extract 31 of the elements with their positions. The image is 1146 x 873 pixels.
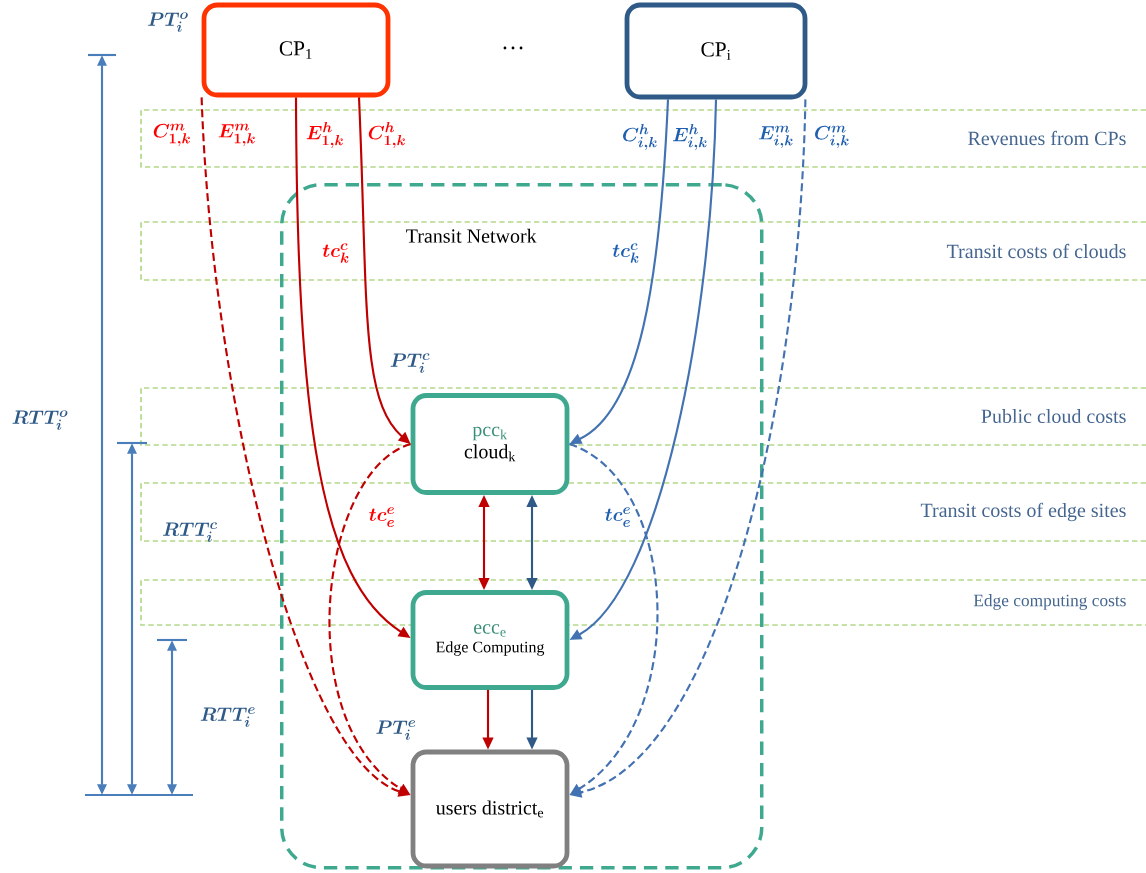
math-label: $E^{h}_{1,k}$ — [306, 122, 343, 148]
edge-computing-box: ecc$_{e}$ Edge Computing — [410, 590, 570, 690]
math-label: $PT^{e}_{i}$ — [376, 720, 416, 740]
cloud-box: pcc$_{k}$ cloud$_{k}$ — [410, 393, 570, 495]
math-label: $tc^{e}_{e}$ — [369, 507, 394, 527]
band-label: Revenues from CPs — [968, 130, 1126, 146]
band-label: Transit costs of edge sites — [920, 502, 1126, 522]
math-label: $tc^{e}_{e}$ — [605, 507, 630, 527]
provider-box: CP$_{1}$ — [201, 2, 391, 98]
math-label: $C^{m}_{1,k}$ — [153, 123, 190, 147]
math-label: $C^{h}_{i,k}$ — [623, 124, 657, 150]
users-box: users district$_{e}$ — [410, 749, 570, 869]
math-label: $C^{h}_{1,k}$ — [368, 122, 405, 148]
band-label: Transit costs of clouds — [946, 243, 1126, 259]
math-label: $PT^{c}_{i}$ — [390, 353, 430, 373]
band-label: Public cloud costs — [981, 408, 1126, 423]
dashed-arrow — [568, 443, 659, 795]
ellipsis: … — [503, 46, 523, 50]
dashed-arrow — [328, 443, 412, 795]
math-label: $RTT^{c}_{i}$ — [163, 522, 218, 542]
provider-box: CP$_{i}$ — [624, 2, 808, 100]
math-label: $E^{h}_{i,k}$ — [672, 124, 707, 150]
math-label: $tc^{c}_{k}$ — [612, 243, 639, 263]
math-label: $E^{m}_{1,k}$ — [218, 123, 255, 147]
math-label: $E^{m}_{i,k}$ — [758, 125, 793, 149]
math-label: $RTT^{o}_{i}$ — [12, 410, 68, 430]
math-label: $PT^{o}_{i}$ — [148, 12, 188, 32]
math-label: $RTT^{e}_{i}$ — [200, 707, 255, 727]
math-label: $C^{m}_{i,k}$ — [815, 125, 849, 149]
math-label: $tc^{c}_{k}$ — [322, 243, 349, 263]
band-label: Edge computing costs — [973, 594, 1126, 610]
